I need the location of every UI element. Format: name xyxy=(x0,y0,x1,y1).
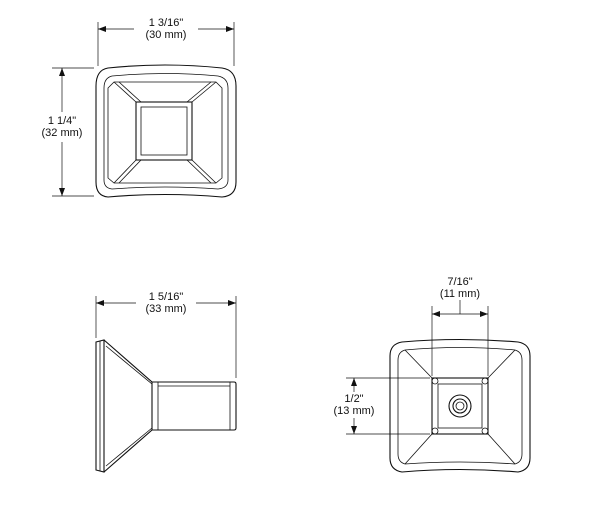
side-length-mm: (33 mm) xyxy=(146,303,187,315)
bore-height-mm: (13 mm) xyxy=(334,405,375,417)
top-width-inch: 1 3/16" xyxy=(149,17,184,29)
top-height-inch: 1 1/4" xyxy=(48,115,76,127)
side-length-inch: 1 5/16" xyxy=(149,291,184,303)
side-view: 1 5/16" (33 mm) xyxy=(95,291,237,473)
bore-width-mm: (11 mm) xyxy=(440,288,480,300)
top-view: 1 3/16" (30 mm) 1 1/4" (32 mm) xyxy=(42,17,237,198)
bottom-view: 7/16" (11 mm) 1/2" (13 mm) xyxy=(334,276,531,473)
top-width-mm: (30 mm) xyxy=(146,29,187,41)
bore-width-inch: 7/16" xyxy=(447,276,472,288)
bore-height-inch: 1/2" xyxy=(344,393,363,405)
top-height-mm: (32 mm) xyxy=(42,127,83,139)
